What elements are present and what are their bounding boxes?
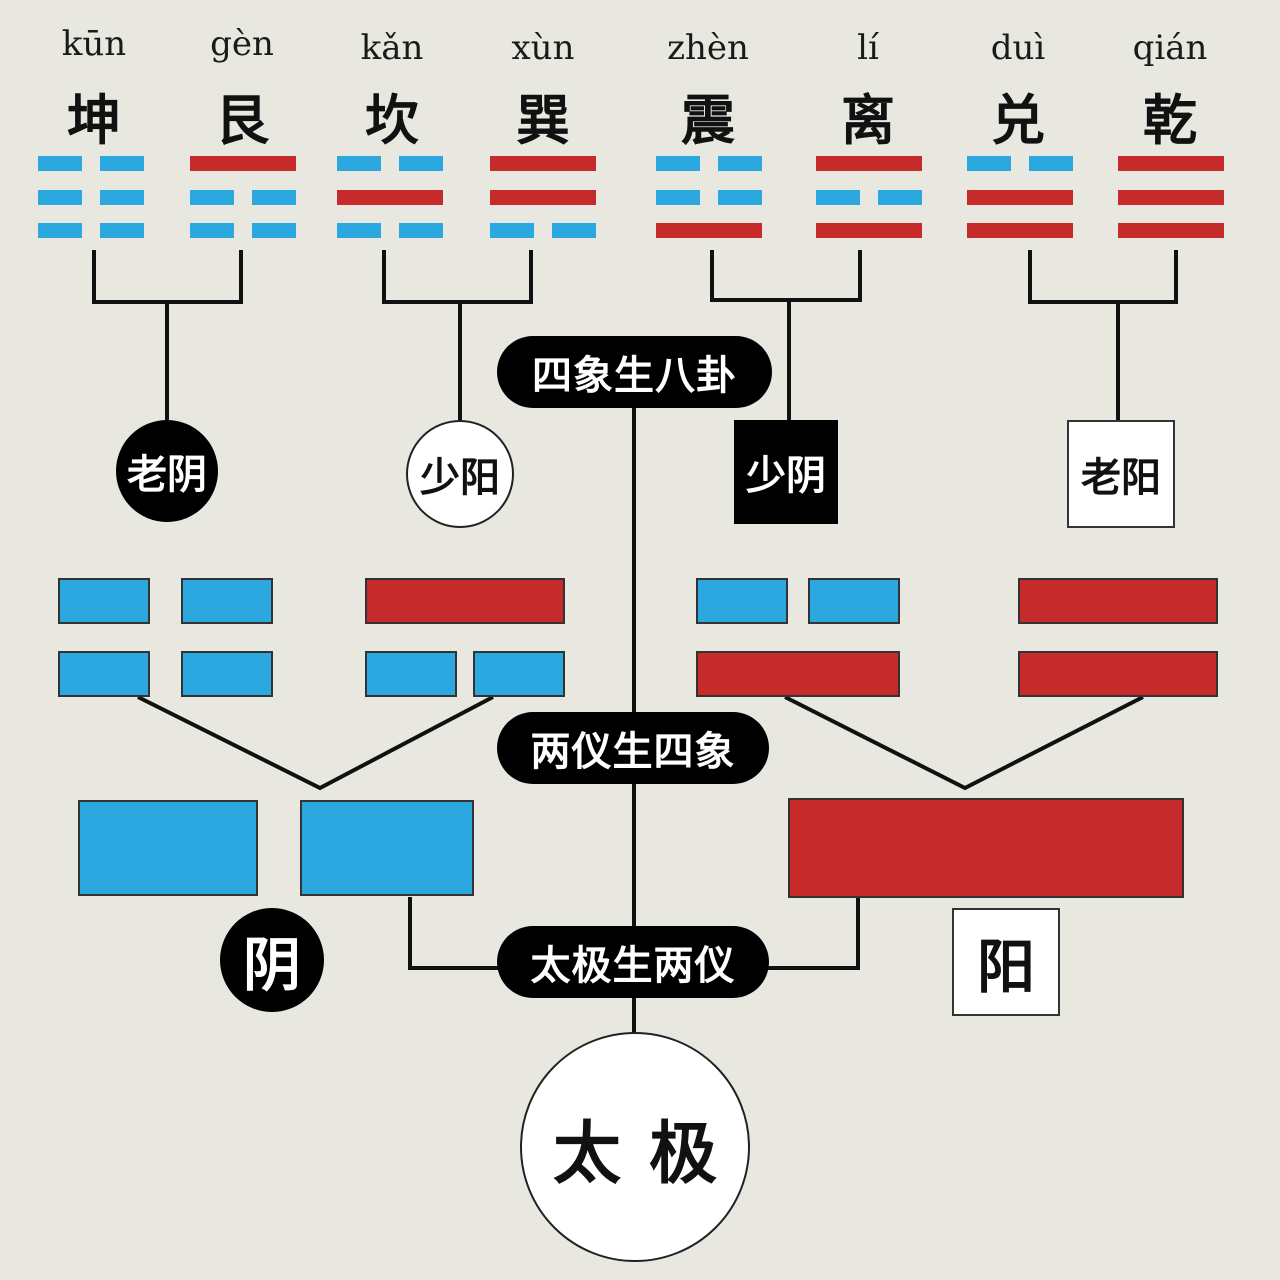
trigram-line-yin-segment [552,223,596,238]
trigram-line-yin-segment [190,223,234,238]
trigram-symbol-qian [1118,156,1224,238]
trigram-name-zhen: 震 [681,89,735,152]
trigram-line-yin-segment [38,223,82,238]
trigram-line-yin-segment [399,223,443,238]
trigram-name-kun: 坤 [67,89,121,152]
mode-label-yin: 阴 [220,908,324,1012]
trigram-line-yin-segment [252,223,296,238]
badge-shaoyang: 少阳 [406,420,514,528]
trigram-symbol-dui [967,156,1073,238]
trigram-line-yin-segment [100,223,144,238]
connector-yang-v [784,695,1144,791]
trigram-line-yin-segment [190,190,234,205]
trigram-line-yang [816,156,922,171]
digram-laoyang-top [1018,578,1218,624]
stage-label-four-to-eight: 四象生八卦 [497,336,772,408]
pinyin-zhen: zhèn [667,28,749,68]
trigram-line-yin-segment [656,156,700,171]
trigram-line-yin-segment [718,156,762,171]
badge-shaoyin: 少阴 [734,420,838,524]
trigram-line-yang [1118,156,1224,171]
trigram-line-yin-segment [656,190,700,205]
pinyin-dui: duì [990,28,1046,68]
trigram-symbol-zhen [656,156,762,238]
trigram-symbol-li [816,156,922,238]
trigram-line-yang [656,223,762,238]
trigram-line-yin-segment [100,156,144,171]
trigram-line-yin-segment [38,156,82,171]
pinyin-qian: qián [1132,28,1208,68]
pinyin-kun: kūn [61,24,127,64]
trigram-symbol-kun [38,156,144,238]
trigram-line-yin-segment [38,190,82,205]
connector-yin-v [137,695,494,791]
trigram-name-li: 离 [841,89,895,152]
trigram-name-kan: 坎 [365,89,419,152]
trigram-line-yang [490,190,596,205]
trigram-line-yang [816,223,922,238]
pinyin-gen: gèn [210,24,274,64]
connector-zhen-li [710,250,862,302]
trigram-line-yin-segment [337,156,381,171]
digram-shaoyang-bottom-right [473,651,565,697]
mode-label-yang: 阳 [952,908,1060,1016]
digram-laoyang-bottom [1018,651,1218,697]
mode-yin-block-left [78,800,258,896]
trigram-symbol-gen [190,156,296,238]
mode-yang-block [788,798,1184,898]
trigram-name-gen: 艮 [215,89,269,152]
badge-laoyang: 老阳 [1067,420,1175,528]
trigram-line-yin-segment [1029,156,1073,171]
pinyin-xun: xùn [511,28,575,68]
stage-label-two-to-four: 两仪生四象 [497,712,769,784]
trigram-line-yin-segment [490,223,534,238]
trigram-name-dui: 兑 [991,89,1045,152]
trigram-line-yin-segment [718,190,762,205]
trigram-line-yang [490,156,596,171]
badge-laoyin: 老阴 [116,420,218,522]
trigram-line-yin-segment [252,190,296,205]
digram-shaoyin-top-right [808,578,900,624]
mode-yin-block-right [300,800,474,896]
trigram-line-yang [337,190,443,205]
trigram-line-yang [1118,223,1224,238]
connector-kan-xun [382,250,533,304]
trigram-line-yin-segment [399,156,443,171]
digram-laoyin-bottom-right [181,651,273,697]
trigram-line-yang [1118,190,1224,205]
digram-shaoyin-top-left [696,578,788,624]
trigram-symbol-kan [337,156,443,238]
trigram-line-yin-segment [816,190,860,205]
pinyin-kan: kǎn [360,28,424,68]
trigram-name-qian: 乾 [1143,89,1197,152]
trigram-line-yang [967,190,1073,205]
trigram-line-yin-segment [967,156,1011,171]
trigram-line-yang [190,156,296,171]
connector-yang-taiji [768,898,860,970]
digram-laoyin-top-right [181,578,273,624]
digram-shaoyang-top [365,578,565,624]
trigram-name-xun: 巽 [516,89,570,152]
digram-shaoyin-bottom [696,651,900,697]
connector-dui-qian [1028,250,1178,304]
connector-yin-taiji [408,897,500,970]
taiji-circle: 太极 [520,1032,750,1262]
digram-shaoyang-bottom-left [365,651,457,697]
trigram-line-yang [967,223,1073,238]
stage-label-taiji-to-two: 太极生两仪 [497,926,769,998]
trigram-line-yin-segment [337,223,381,238]
trigram-line-yin-segment [100,190,144,205]
connector-kun-gen [92,250,243,304]
trigram-symbol-xun [490,156,596,238]
trigram-line-yin-segment [878,190,922,205]
digram-laoyin-bottom-left [58,651,150,697]
digram-laoyin-top-left [58,578,150,624]
pinyin-li: lí [857,28,879,68]
